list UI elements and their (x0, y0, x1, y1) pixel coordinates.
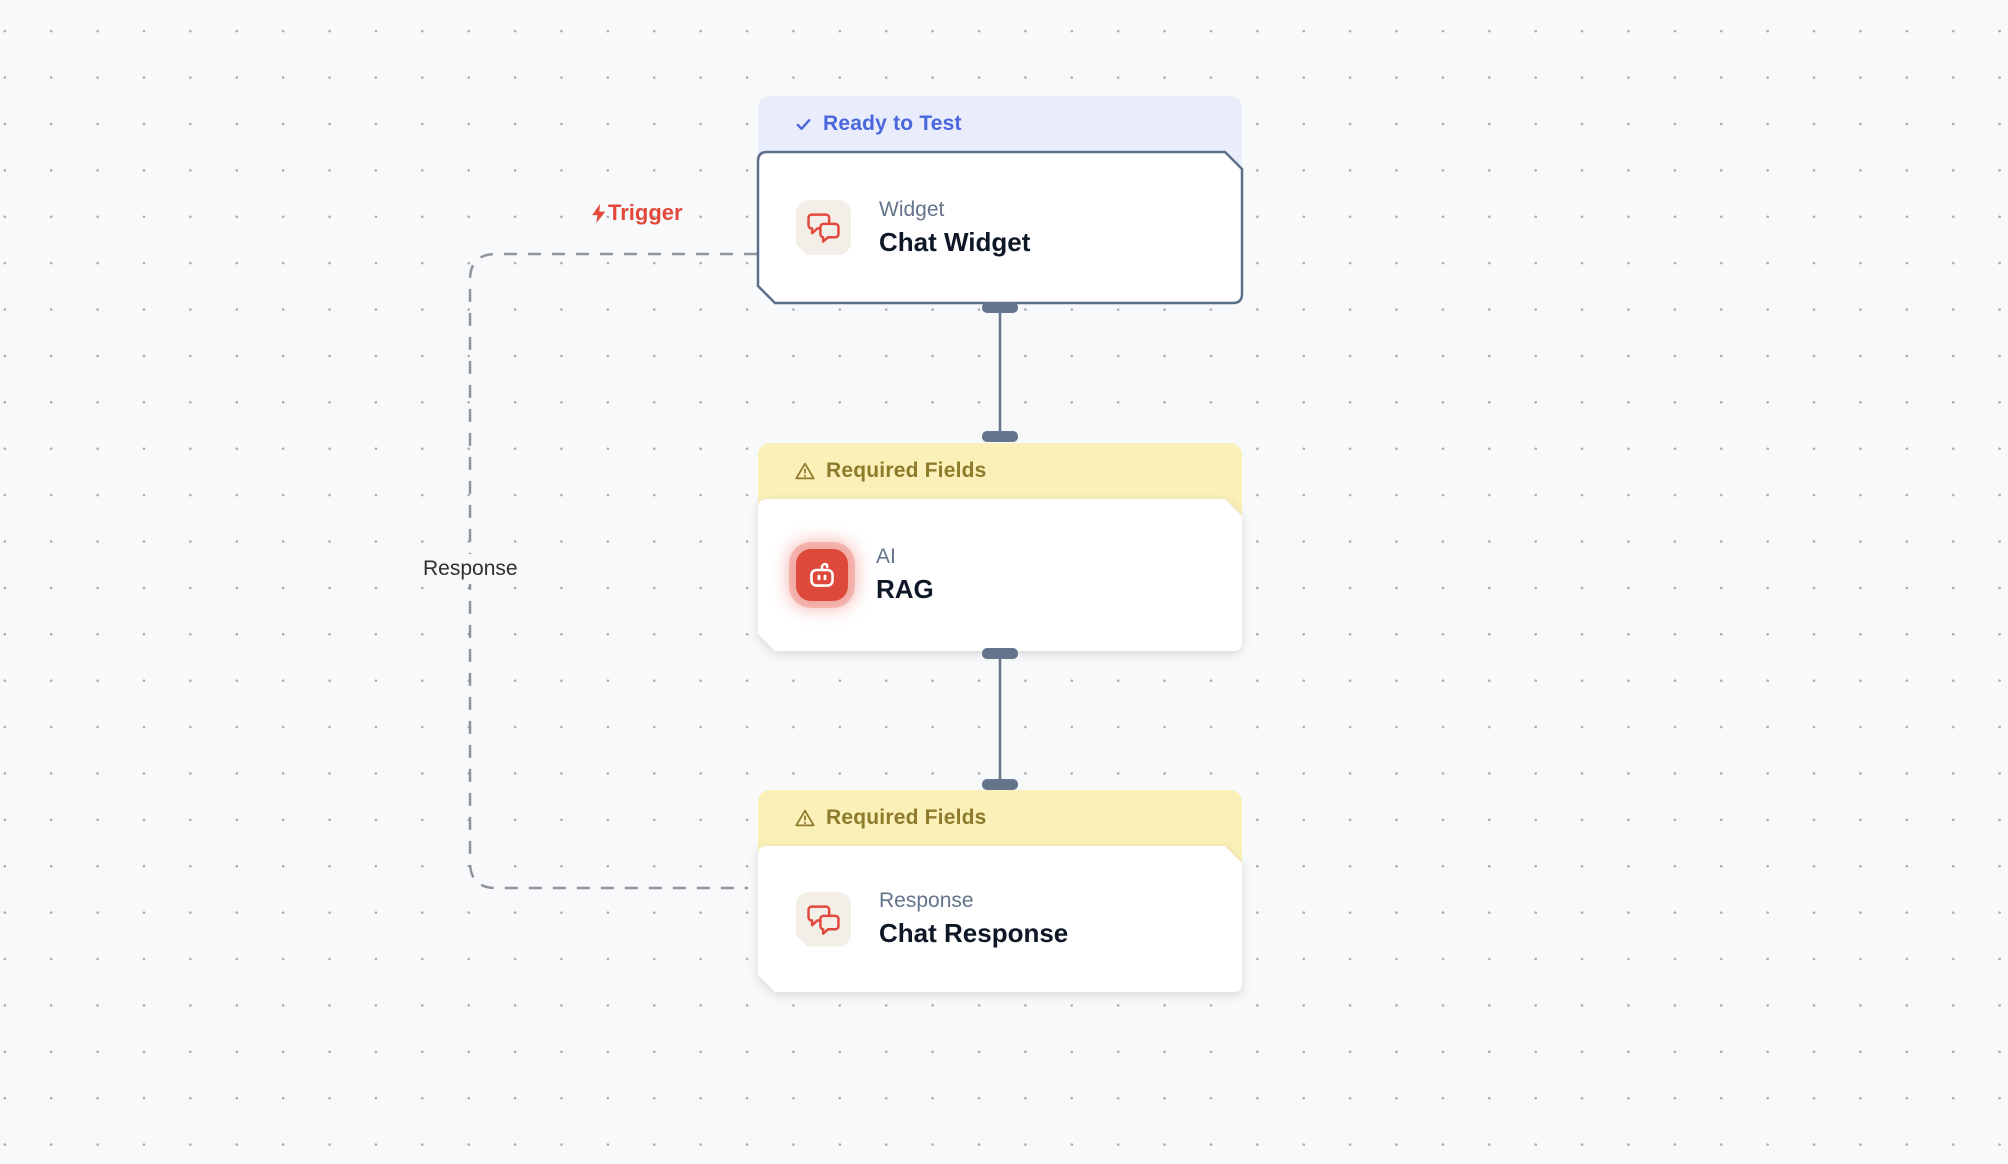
node-category-label: AI (876, 545, 896, 568)
robot-icon (810, 562, 834, 587)
response-loop-edge[interactable] (468, 252, 757, 890)
connector-handle-out-rag[interactable] (982, 648, 1018, 659)
status-banner-text: Required Fields (826, 806, 987, 829)
connector-handle-in-chat-response[interactable] (982, 779, 1018, 790)
node-title: Chat Response (879, 918, 1069, 948)
response-edge-label: Response (414, 554, 527, 584)
warning-triangle-icon (795, 462, 815, 480)
node-card[interactable] (756, 150, 1244, 305)
lightning-icon (592, 203, 606, 223)
node-title: Chat Widget (879, 226, 1031, 257)
node-card[interactable] (758, 846, 1242, 992)
node-icon-tile (796, 891, 851, 947)
status-banner-text: Ready to Test (823, 112, 962, 135)
node-chat-response[interactable]: Required Fields Response Chat Response (758, 790, 1242, 992)
node-category-label: Response (879, 889, 974, 912)
status-banner-text: Required Fields (826, 459, 987, 482)
node-card[interactable] (758, 499, 1242, 651)
node-icon-tile (796, 549, 848, 601)
check-icon (796, 118, 811, 130)
node-rag[interactable]: Required Fields AI RAG (758, 443, 1242, 652)
connector-handle-in-rag[interactable] (982, 431, 1018, 442)
node-chat-widget[interactable]: Ready to Test Widget Chat Widget (756, 96, 1244, 305)
node-title: RAG (876, 574, 934, 604)
node-icon-tile (796, 200, 851, 255)
chat-bubbles-icon (806, 904, 840, 935)
node-category-label: Widget (879, 197, 945, 221)
chat-bubbles-icon (806, 213, 840, 243)
trigger-port-text: Trigger (608, 200, 683, 225)
connector-handle-out-chat-widget[interactable] (982, 302, 1018, 313)
warning-triangle-icon (795, 809, 815, 827)
trigger-port-label: Trigger (592, 200, 683, 226)
